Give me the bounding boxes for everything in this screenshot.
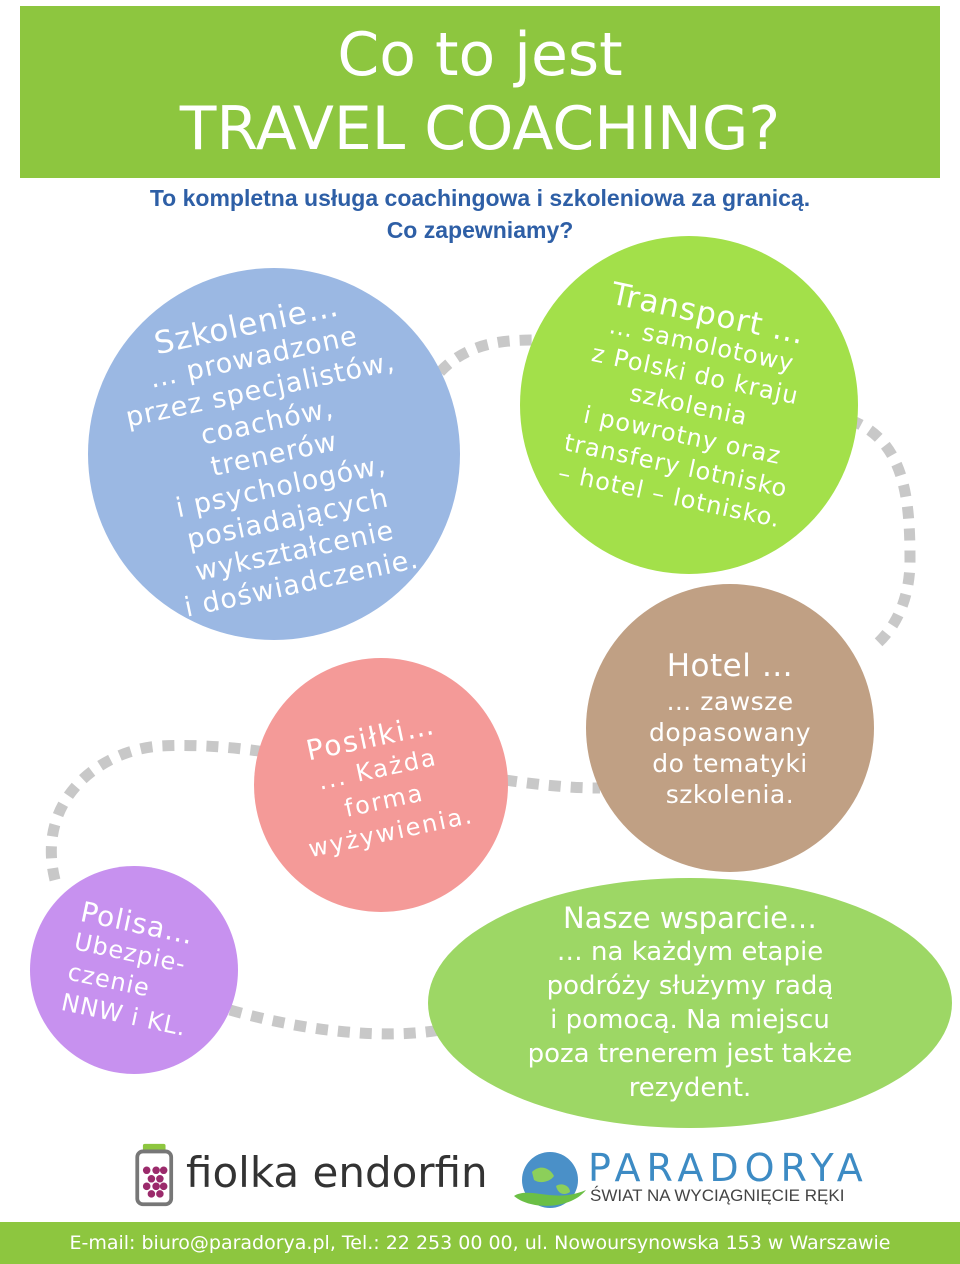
paradorya-tagline: ŚWIAT NA WYCIĄGNIĘCIE RĘKI <box>590 1186 845 1205</box>
fiolka-vial-icon <box>135 1143 174 1207</box>
connector-posilki-hotel <box>504 774 601 794</box>
connector-polisa-wsparcie <box>228 1004 441 1040</box>
bubble-transport: Transport … … samolotowy z Polski do kra… <box>520 236 858 574</box>
wsparcie-line: i pomocą. Na miejscu <box>550 1005 830 1035</box>
header-line-2: TRAVEL COACHING? <box>179 94 781 164</box>
wsparcie-line: … na każdym etapie <box>556 937 824 967</box>
header-banner: Co to jest TRAVEL COACHING? <box>20 6 940 178</box>
subtitle-line-2: Co zapewniamy? <box>386 217 574 243</box>
globe-leaf-icon <box>514 1152 586 1208</box>
subtitle-line-1: To kompletna usługa coachingowa i szkole… <box>149 185 811 211</box>
bubble-szkolenie: Szkolenie… … prowadzone przez specjalist… <box>88 268 460 640</box>
wsparcie-line: podróży służymy radą <box>546 971 834 1001</box>
connector-szkolenie-transport <box>435 334 541 376</box>
fiolka-logo-text: fiolka endorfin <box>186 1148 488 1197</box>
footer-contact-text: E-mail: biuro@paradorya.pl, Tel.: 22 253… <box>69 1232 891 1254</box>
connector-transport-right <box>847 414 916 653</box>
header-line-1: Co to jest <box>337 20 623 90</box>
hotel-line: dopasowany <box>648 718 812 747</box>
hotel-line: do tematyki <box>652 749 808 778</box>
paradorya-logo-text: PARADORYA <box>588 1146 869 1190</box>
hotel-line: … zawsze <box>666 687 794 716</box>
wsparcie-line: poza trenerem jest także <box>527 1039 853 1069</box>
wsparcie-title: Nasze wsparcie… <box>562 901 817 935</box>
bubble-hotel: Hotel … … zawsze dopasowany do tematyki … <box>586 584 874 872</box>
hotel-title: Hotel … <box>666 648 794 684</box>
bubble-polisa: Polisa… Ubezpie- czenie NNW i KL. <box>30 866 238 1074</box>
wsparcie-line: rezydent. <box>628 1073 752 1103</box>
footer-contact-bar: E-mail: biuro@paradorya.pl, Tel.: 22 253… <box>0 1222 960 1264</box>
bubble-posilki: Posiłki… ... Każda forma wyżywienia. <box>254 658 508 912</box>
connector-polisa-posilki <box>45 739 266 882</box>
hotel-line: szkolenia. <box>665 780 795 809</box>
bubble-wsparcie: Nasze wsparcie… … na każdym etapie podró… <box>428 878 952 1128</box>
